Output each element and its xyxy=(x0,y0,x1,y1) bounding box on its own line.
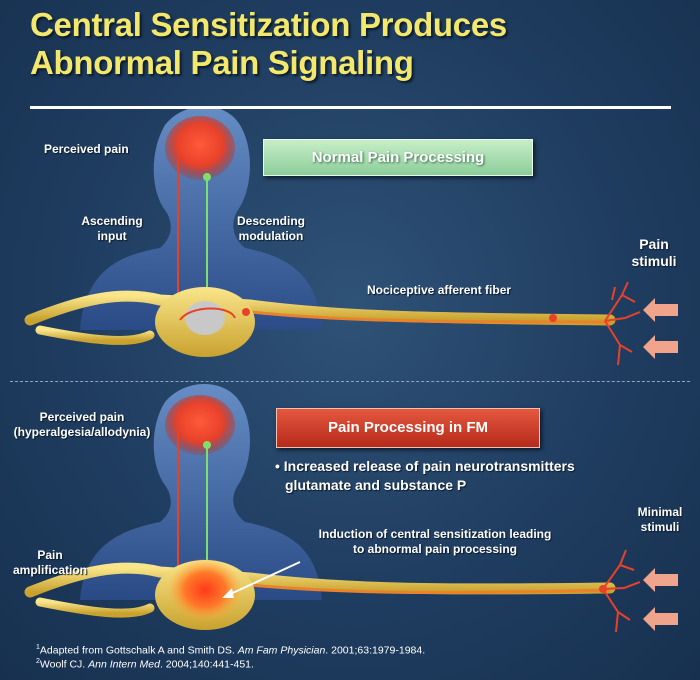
pain-stimuli-arrows xyxy=(643,298,678,359)
slide-title: Central Sensitization Produces Abnormal … xyxy=(30,6,670,82)
nociceptive-fiber-label: Nociceptive afferent fiber xyxy=(367,283,512,297)
minimal-stimuli-line-2: stimuli xyxy=(640,520,680,534)
minimal-stimuli-label: Minimal stimuli xyxy=(628,505,692,535)
footnote-1-number: 1 xyxy=(36,644,40,651)
induction-line-2: to abnormal pain processing xyxy=(352,542,518,556)
footnote-2: 2Woolf CJ. Ann Intern Med. 2004;140:441-… xyxy=(36,655,254,672)
minimal-stimuli-arrows xyxy=(643,568,678,631)
neurotransmitter-bullet: • Increased release of pain neurotransmi… xyxy=(275,457,605,495)
title-line-1: Central Sensitization Produces xyxy=(30,6,507,43)
bullet-line-2: glutamate and substance P xyxy=(285,477,467,493)
descending-modulation-label: Descending modulation xyxy=(228,214,314,244)
panel-divider xyxy=(10,381,690,382)
pain-amplification-label: Pain amplification xyxy=(2,548,98,578)
footnote-2-citation: . 2004;140:441-451. xyxy=(159,658,254,671)
ascending-line-1: Ascending xyxy=(81,214,143,228)
amplification-line-1: Pain xyxy=(37,548,63,562)
fm-pain-processing-box: Pain Processing in FM xyxy=(276,408,540,448)
fm-figure xyxy=(24,384,641,633)
footnote-2-number: 2 xyxy=(36,658,40,665)
title-divider xyxy=(30,106,671,109)
ascending-line-2: input xyxy=(97,229,127,243)
perceived-pain-fm-label: Perceived pain (hyperalgesia/allodynia) xyxy=(6,410,158,440)
pain-stimuli-label: Pain stimuli xyxy=(622,236,686,270)
footnote-2-authors: Woolf CJ. xyxy=(39,658,89,671)
normal-pain-processing-box: Normal Pain Processing xyxy=(263,139,533,176)
perceived-pain-label: Perceived pain xyxy=(44,142,129,156)
amplification-line-2: amplification xyxy=(12,563,87,577)
perceived-fm-line-1: Perceived pain xyxy=(39,410,125,424)
footnote-1-authors: Adapted from Gottschalk A and Smith DS. xyxy=(39,644,238,657)
induction-line-1: Induction of central sensitization leadi… xyxy=(318,527,552,541)
induction-label: Induction of central sensitization leadi… xyxy=(300,527,570,557)
ascending-input-label: Ascending input xyxy=(70,214,154,244)
footnote-1-journal: Am Fam Physician xyxy=(237,644,326,657)
pain-stimuli-line-2: stimuli xyxy=(631,253,677,269)
bullet-line-1: • Increased release of pain neurotransmi… xyxy=(275,458,575,474)
footnote-2-journal: Ann Intern Med xyxy=(88,658,160,671)
pain-stimuli-line-1: Pain xyxy=(639,236,669,252)
descending-line-1: Descending xyxy=(236,214,305,228)
title-line-2: Abnormal Pain Signaling xyxy=(30,44,414,81)
descending-line-2: modulation xyxy=(238,229,304,243)
normal-figure xyxy=(24,106,641,366)
footnote-1: 1Adapted from Gottschalk A and Smith DS.… xyxy=(36,641,425,658)
perceived-fm-line-2: (hyperalgesia/allodynia) xyxy=(13,425,151,439)
minimal-stimuli-line-1: Minimal xyxy=(637,505,683,519)
footnote-1-citation: . 2001;63:1979-1984. xyxy=(325,644,426,657)
